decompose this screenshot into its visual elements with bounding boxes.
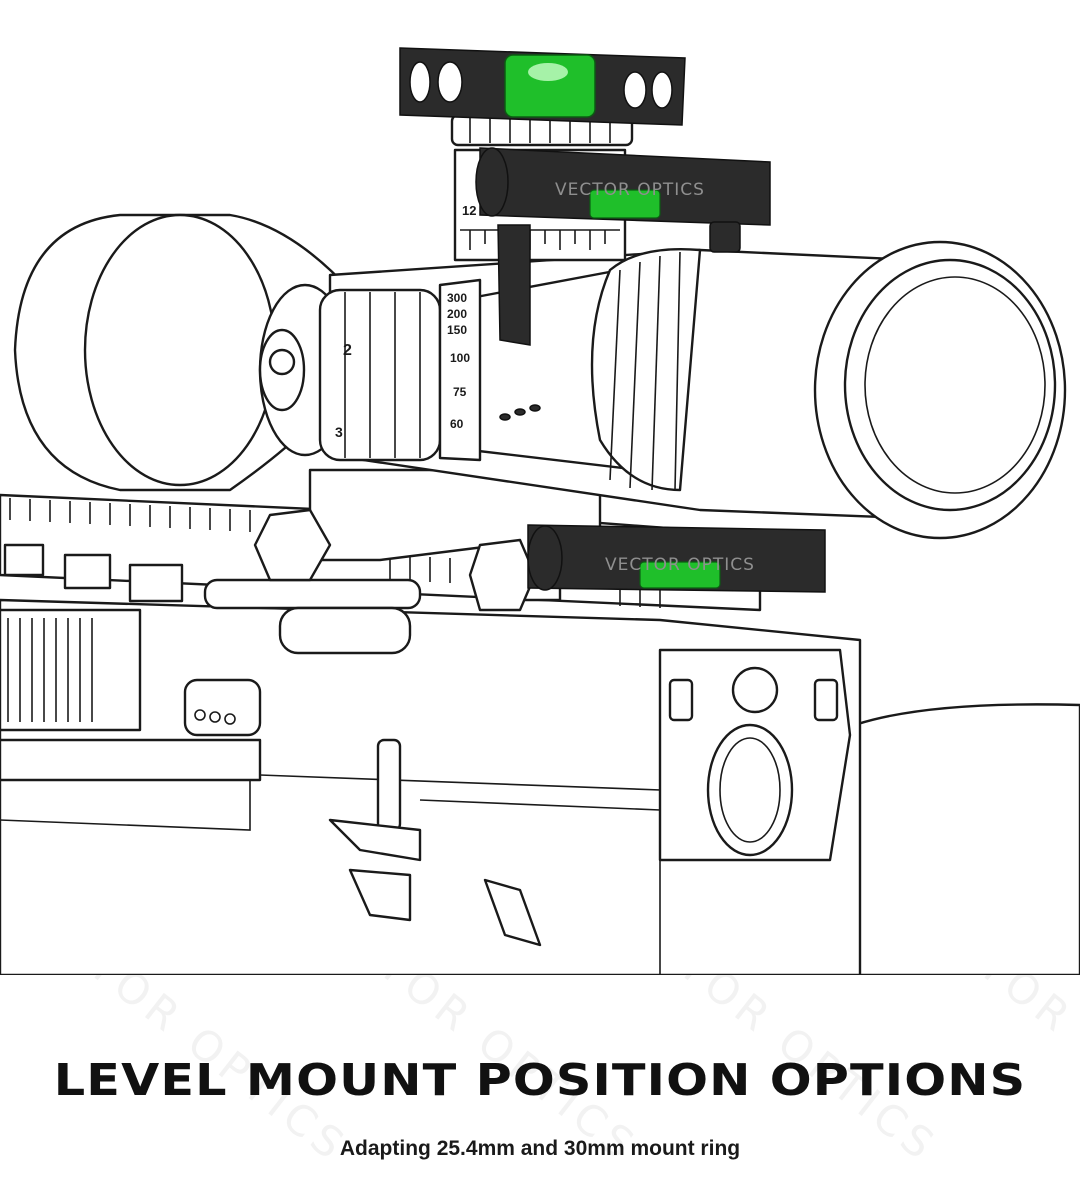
scope-level-illustration: 2 3 300 200 150 100 75 60 12 VECT	[0, 47, 1080, 975]
mount-nut	[468, 538, 537, 612]
level-brand-text: VECTOR OPTICS	[555, 180, 705, 200]
side-turret-number: 2	[343, 342, 352, 359]
latch	[328, 818, 422, 862]
rail-slot	[63, 553, 112, 590]
selector-lever	[483, 878, 542, 947]
charging-handle	[376, 738, 402, 832]
rail-slot	[3, 543, 45, 577]
objective-lens	[843, 258, 1057, 512]
rail-slot	[128, 563, 184, 603]
mount-hole	[409, 61, 431, 103]
mount-nut	[253, 508, 332, 582]
rail-pin	[203, 578, 422, 610]
zoom-ring	[590, 248, 702, 492]
screw-plate	[183, 678, 262, 737]
parallax-label: 200	[447, 307, 467, 321]
side-turret-number: 3	[335, 424, 343, 440]
lower-rail	[0, 738, 262, 782]
bubble-vial-icon	[589, 189, 661, 219]
bubble-vial-icon	[639, 561, 721, 589]
parallax-label: 150	[447, 323, 467, 337]
parallax-label: 300	[447, 291, 467, 305]
page-subtitle: Adapting 25.4mm and 30mm mount ring	[339, 1137, 741, 1160]
elevation-turret-number: 12	[462, 203, 476, 218]
handguard-panel	[0, 608, 142, 732]
parallax-dial	[438, 278, 482, 462]
page-title: LEVEL MOUNT POSITION OPTIONS	[53, 1055, 1027, 1106]
bubble-vial-icon	[504, 54, 596, 118]
parallax-label: 75	[453, 385, 467, 399]
brand-logo-icon	[268, 348, 296, 376]
parallax-label: 60	[450, 417, 464, 431]
parallax-label: 100	[450, 351, 470, 365]
level-brand-text: VECTOR OPTICS	[605, 555, 755, 575]
eyepiece-lens-housing	[83, 213, 277, 487]
level-post	[497, 224, 531, 346]
